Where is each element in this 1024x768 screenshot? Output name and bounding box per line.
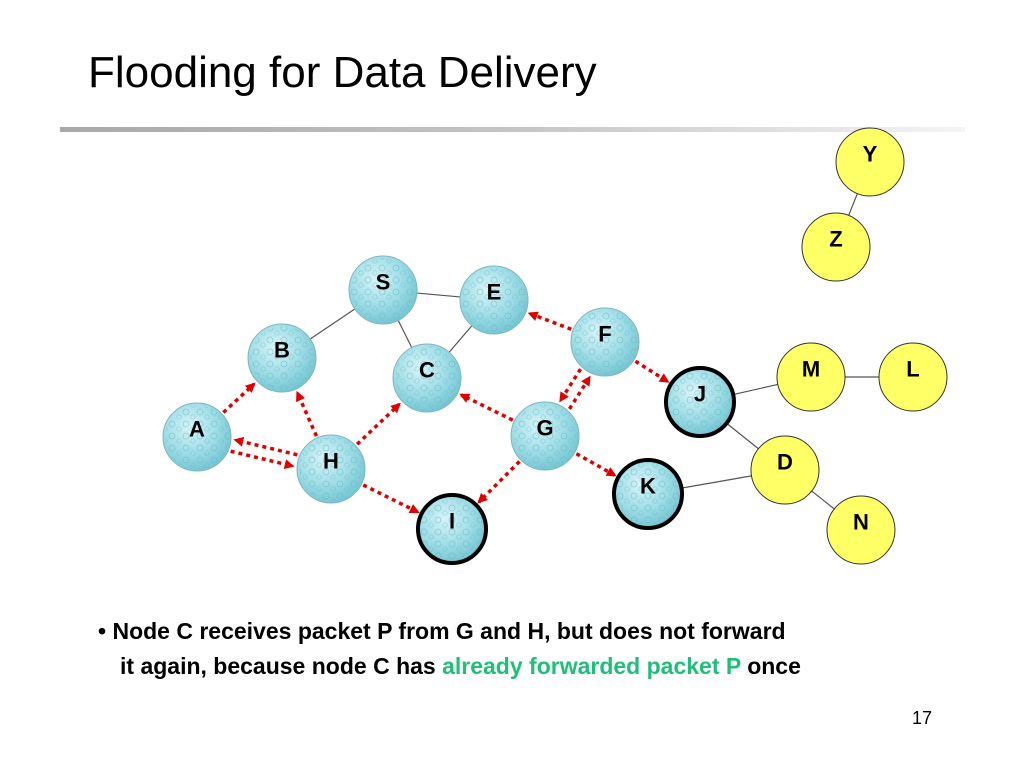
transmission-G-to-I xyxy=(477,460,521,504)
node-m-circle xyxy=(776,342,846,412)
node-l-label: L xyxy=(906,357,919,382)
bullet-marker: • xyxy=(98,618,107,644)
node-n: N xyxy=(826,495,896,565)
node-a: A xyxy=(162,402,232,472)
node-h: H xyxy=(296,434,366,504)
node-g-texture xyxy=(513,404,577,468)
transmission-H-to-A xyxy=(233,436,298,457)
bullet-text-line2: it again, because node C has already for… xyxy=(98,649,998,684)
link-Y-Z xyxy=(848,193,858,216)
node-i-texture xyxy=(420,497,484,561)
node-e-texture xyxy=(462,268,526,332)
transmission-F-to-J xyxy=(634,359,670,384)
transmission-H-to-I xyxy=(362,483,420,514)
node-s-texture xyxy=(351,258,415,322)
node-m: M xyxy=(776,342,846,412)
bullet-highlight: already forwarded packet P xyxy=(442,653,741,679)
link-S-E xyxy=(416,292,461,298)
node-c: C xyxy=(392,343,462,413)
transmission-A-to-H xyxy=(230,449,295,470)
node-l: L xyxy=(878,342,948,412)
node-g-label: G xyxy=(536,416,553,441)
transmission-A-to-B xyxy=(222,382,256,414)
node-y: Y xyxy=(835,127,905,197)
node-a-label: A xyxy=(189,417,205,442)
node-e-label: E xyxy=(487,280,502,305)
node-g: G xyxy=(510,401,580,471)
node-z: Z xyxy=(801,212,871,282)
node-k-label: K xyxy=(640,474,656,499)
bullet-point: • Node C receives packet P from G and H,… xyxy=(98,614,998,684)
node-f-label: F xyxy=(598,322,611,347)
node-h-label: H xyxy=(323,449,339,474)
bullet-text-part2: it again, because node C has xyxy=(120,653,443,679)
transmission-G-to-C xyxy=(459,393,514,422)
node-e: E xyxy=(459,265,529,335)
transmission-F-to-E xyxy=(527,311,572,331)
node-y-label: Y xyxy=(863,142,878,167)
link-K-D xyxy=(681,475,752,489)
bullet-text-part3: once xyxy=(740,653,801,679)
link-S-B xyxy=(309,308,356,340)
transmission-G-to-F xyxy=(567,375,592,410)
link-E-C xyxy=(448,325,473,353)
node-s: S xyxy=(348,255,418,325)
bullet-text-line1: Node C receives packet P from G and H, b… xyxy=(112,618,786,644)
node-b-label: B xyxy=(274,338,290,363)
node-d: D xyxy=(750,435,820,505)
node-f: F xyxy=(570,307,640,377)
link-S-C xyxy=(397,320,413,348)
transmission-H-to-C xyxy=(355,402,401,446)
node-l-circle xyxy=(878,342,948,412)
node-d-circle xyxy=(750,435,820,505)
node-y-circle xyxy=(835,127,905,197)
node-i: I xyxy=(416,493,488,565)
node-z-label: Z xyxy=(829,227,842,252)
node-i-label: I xyxy=(449,509,455,534)
node-a-texture xyxy=(165,405,229,469)
node-k-texture xyxy=(616,462,680,526)
title-divider xyxy=(60,127,965,132)
slide-title: Flooding for Data Delivery xyxy=(88,48,597,97)
transmission-G-to-K xyxy=(575,452,617,477)
node-c-label: C xyxy=(419,358,435,383)
node-j-label: J xyxy=(694,382,706,407)
page-number: 17 xyxy=(912,708,933,728)
node-k: K xyxy=(612,458,684,530)
link-J-D xyxy=(726,422,759,450)
node-z-circle xyxy=(801,212,871,282)
node-b: B xyxy=(247,323,317,393)
transmission-F-to-G xyxy=(558,368,583,403)
node-n-label: N xyxy=(853,510,869,535)
node-d-label: D xyxy=(777,450,793,475)
transmission-H-to-B xyxy=(295,390,319,437)
node-n-circle xyxy=(826,495,896,565)
node-b-texture xyxy=(250,326,314,390)
node-c-texture xyxy=(395,346,459,410)
node-h-texture xyxy=(299,437,363,501)
link-J-M xyxy=(733,383,778,396)
node-f-texture xyxy=(573,310,637,374)
node-m-label: M xyxy=(802,357,820,382)
node-j: J xyxy=(664,366,736,438)
node-s-label: S xyxy=(376,270,391,295)
node-j-texture xyxy=(668,370,732,434)
link-D-N xyxy=(811,490,835,510)
